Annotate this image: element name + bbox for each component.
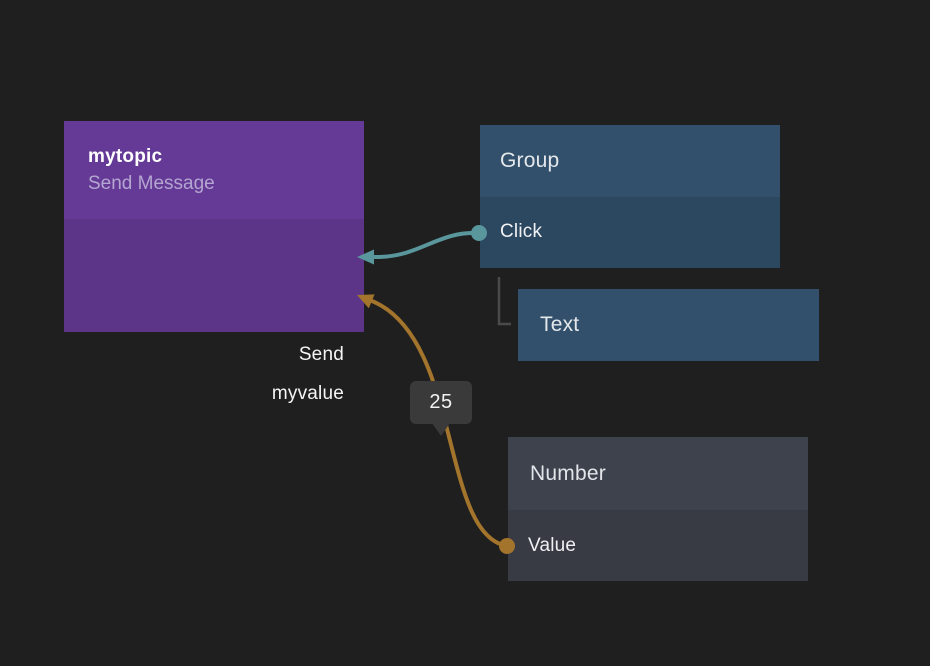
node-group[interactable]: Group Click bbox=[480, 125, 780, 268]
node-title: Text bbox=[540, 313, 580, 336]
node-number[interactable]: Number Value bbox=[508, 437, 808, 581]
node-text[interactable]: Text bbox=[518, 289, 819, 361]
node-group-header: Group bbox=[480, 125, 780, 197]
node-title: Number bbox=[530, 461, 606, 485]
port-value[interactable]: Value bbox=[528, 535, 577, 556]
node-send-message-body: Send myvalue bbox=[64, 219, 364, 404]
node-send-message[interactable]: mytopic Send Message Send myvalue bbox=[64, 121, 364, 404]
node-title: Group bbox=[500, 149, 560, 172]
connection-click-endpoint-dot[interactable] bbox=[471, 225, 487, 241]
node-send-message-header: mytopic Send Message bbox=[64, 121, 364, 219]
port-click[interactable]: Click bbox=[500, 221, 543, 242]
connection-value-to-myvalue-arrowhead bbox=[357, 294, 375, 309]
connection-click-to-send[interactable] bbox=[372, 230, 481, 260]
node-group-body bbox=[480, 197, 780, 268]
value-tooltip-text: 25 bbox=[429, 391, 453, 413]
connection-value-endpoint-dot[interactable] bbox=[499, 538, 515, 554]
port-myvalue[interactable]: myvalue bbox=[271, 383, 344, 404]
node-number-body bbox=[508, 510, 808, 581]
connection-click-to-send-arrowhead bbox=[357, 249, 374, 265]
port-send[interactable]: Send bbox=[298, 344, 344, 365]
node-title: mytopic bbox=[88, 146, 163, 167]
value-tooltip: 25 bbox=[410, 381, 472, 436]
node-subtitle: Send Message bbox=[88, 173, 215, 194]
hierarchy-connector-line bbox=[497, 277, 511, 326]
node-number-header: Number bbox=[508, 437, 808, 510]
value-tooltip-pointer-icon bbox=[432, 423, 450, 436]
